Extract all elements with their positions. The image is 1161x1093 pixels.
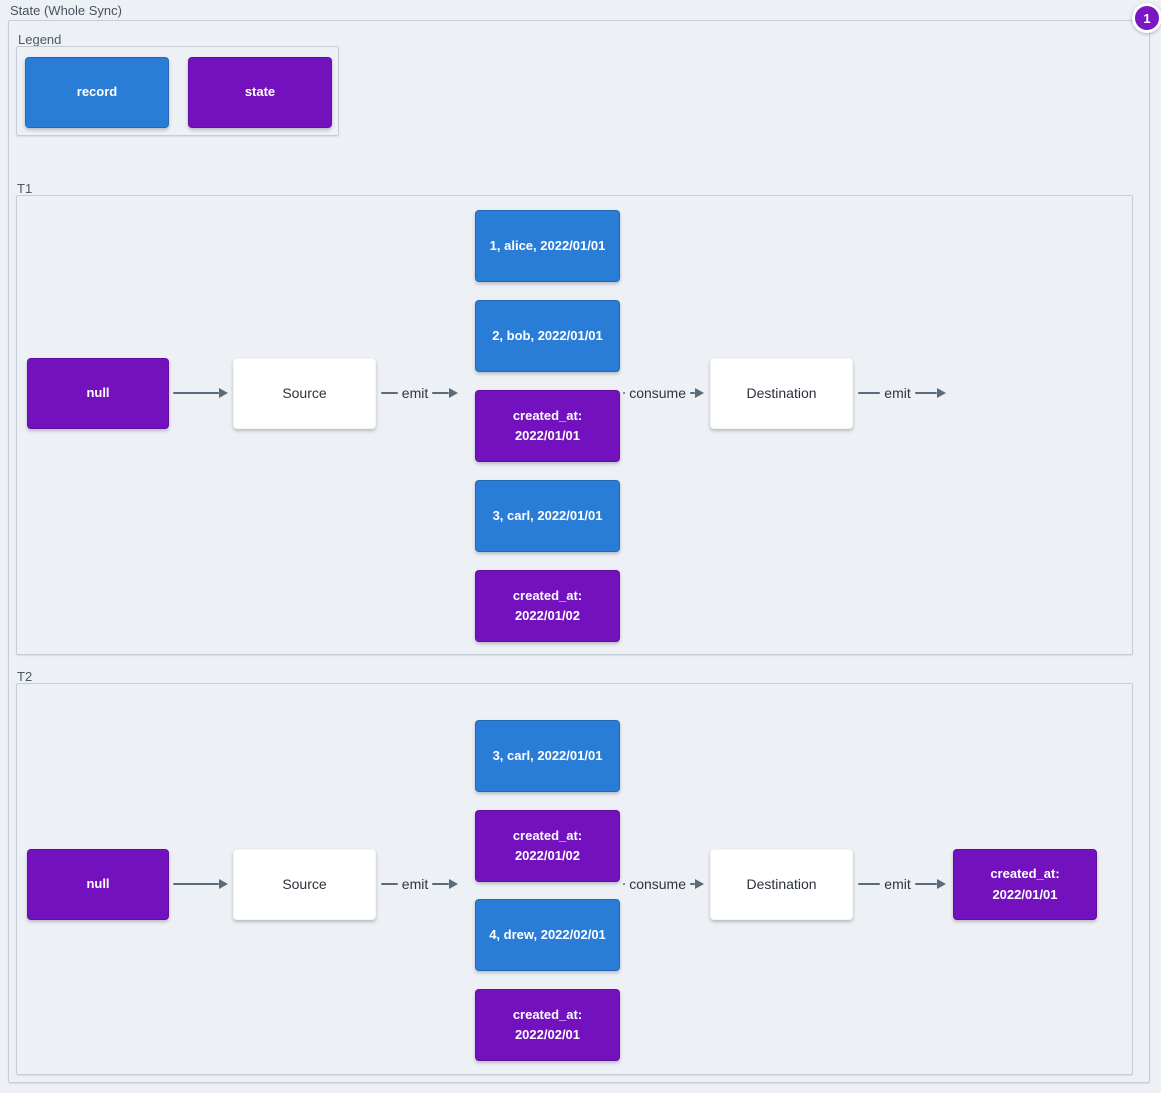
source-node: Source [233,358,376,429]
edge-line [432,883,450,885]
source-label: Source [282,384,327,401]
edge-line [858,392,881,394]
edge-line [173,883,219,885]
flow-arrow [173,385,228,401]
destination-label: Destination [746,384,817,401]
state-box: created_at: 2022/01/02 [475,810,620,882]
state-box: created_at: 2022/01/02 [475,570,620,642]
emit-edge: emit [858,385,947,401]
edge-line [623,883,626,885]
legend-label: Legend [18,32,62,47]
emit-edge-label: emit [884,876,911,892]
edge-line [432,392,450,394]
arrowhead-icon [695,879,704,889]
edge-line [690,883,695,885]
arrowhead-icon [219,388,228,398]
null-state-node: null [27,358,169,429]
arrowhead-icon [449,388,459,398]
edge-line [381,392,398,394]
state-box-label: created_at: 2022/02/01 [512,1006,583,1042]
final-state-label: created_at: 2022/01/01 [990,866,1060,902]
destination-label: Destination [746,875,817,892]
emit-edge: emit [381,876,459,892]
null-state-label: null [86,385,110,401]
arrowhead-icon [937,879,947,889]
emit-edge-label: emit [401,385,429,401]
arrowhead-icon [937,388,947,398]
arrowhead-icon [695,388,704,398]
edge-line [914,883,938,885]
emit-edge: emit [858,876,947,892]
record-box: 3, carl, 2022/01/01 [475,480,620,552]
consume-edge-label: consume [629,876,686,892]
destination-node: Destination [710,358,853,429]
record-box: 2, bob, 2022/01/01 [475,300,620,372]
annotation-badge[interactable]: 1 [1132,3,1161,33]
consume-edge: consume [623,876,704,892]
record-box: 4, drew, 2022/02/01 [475,899,620,971]
consume-edge: consume [623,385,704,401]
destination-node: Destination [710,849,853,920]
record-box-label: 4, drew, 2022/02/01 [489,926,606,942]
null-state-label: null [86,876,110,892]
emit-edge: emit [381,385,459,401]
legend-record-box: record [25,57,169,128]
legend-container [16,46,339,136]
state-box-label: created_at: 2022/01/02 [512,827,583,863]
null-state-node: null [27,849,169,920]
group-t2-label: T2 [17,669,33,684]
arrowhead-icon [219,879,228,889]
group-t2-container [16,683,1133,1075]
record-box-label: 3, carl, 2022/01/01 [492,507,603,523]
edge-line [690,392,695,394]
record-box-label: 3, carl, 2022/01/01 [492,747,603,763]
state-whole-sync-container [8,20,1150,1083]
edge-line [623,392,626,394]
emit-edge-label: emit [401,876,429,892]
edge-line [381,883,398,885]
record-box-label: 2, bob, 2022/01/01 [492,327,603,343]
legend-record-label: record [76,84,118,100]
edge-line [914,392,938,394]
edge-line [173,392,219,394]
state-box-label: created_at: 2022/01/01 [512,407,583,443]
edge-line [858,883,881,885]
source-label: Source [282,875,327,892]
state-box-label: created_at: 2022/01/02 [512,587,583,623]
flow-arrow [173,876,228,892]
legend-state-label: state [244,84,276,100]
consume-edge-label: consume [629,385,686,401]
group-t1-label: T1 [17,181,33,196]
group-t1-container [16,195,1133,655]
record-box: 3, carl, 2022/01/01 [475,720,620,792]
state-box: created_at: 2022/02/01 [475,989,620,1061]
record-box: 1, alice, 2022/01/01 [475,210,620,282]
final-state-node: created_at: 2022/01/01 [953,849,1097,920]
state-box: created_at: 2022/01/01 [475,390,620,462]
arrowhead-icon [449,879,459,889]
record-box-label: 1, alice, 2022/01/01 [489,237,606,253]
emit-edge-label: emit [884,385,911,401]
source-node: Source [233,849,376,920]
legend-state-box: state [188,57,332,128]
page-title: State (Whole Sync) [10,3,122,18]
